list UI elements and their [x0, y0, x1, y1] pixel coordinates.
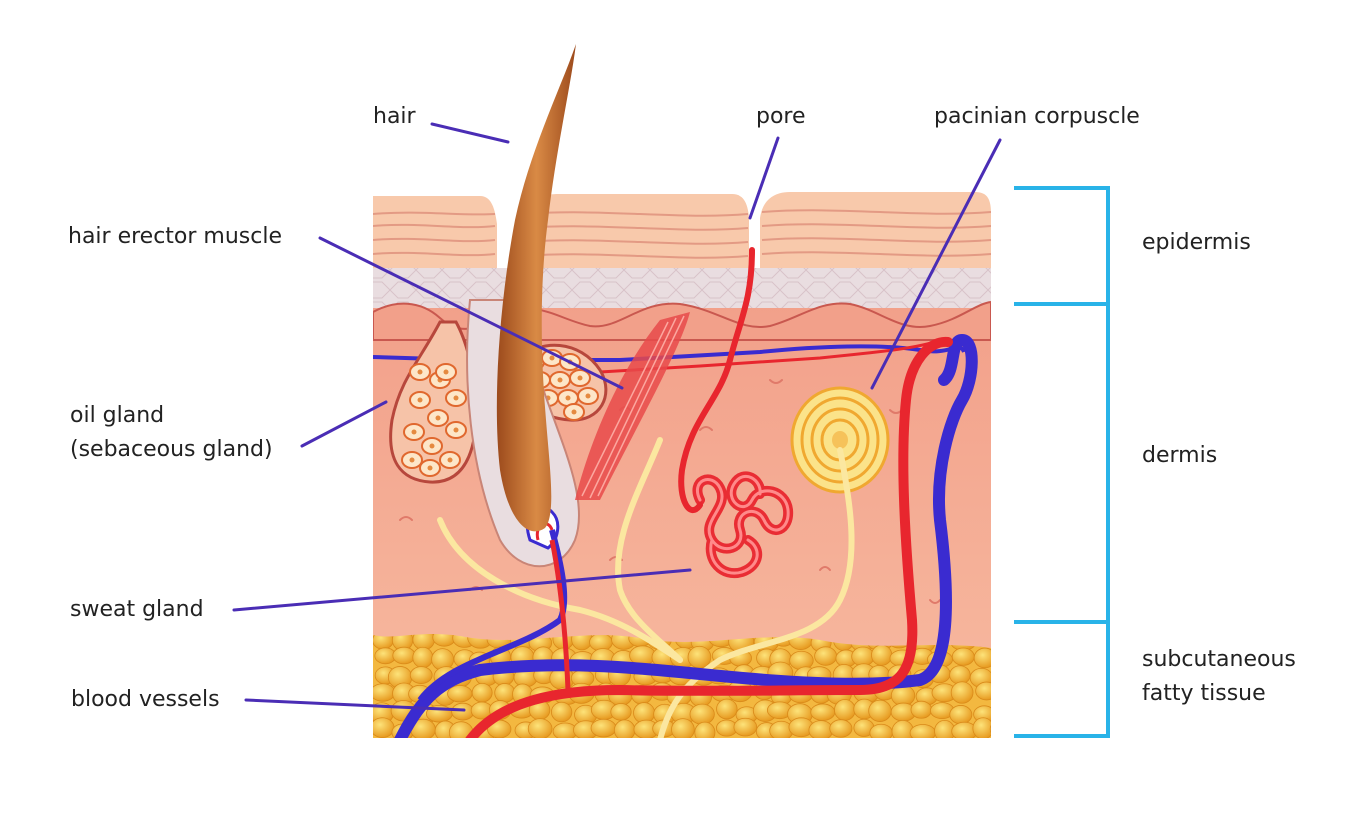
- fat-cell: [989, 724, 991, 734]
- oil-cell-nucleus: [417, 397, 423, 403]
- fat-cell: [995, 650, 1017, 672]
- fat-cell: [950, 681, 974, 704]
- label-blood-vessels: blood vessels: [71, 687, 220, 712]
- fat-cell: [550, 701, 573, 723]
- leader-lines: [232, 122, 1002, 712]
- fat-cell: [392, 646, 416, 665]
- vein-large: [394, 333, 978, 738]
- artery-large: [465, 336, 953, 738]
- fat-cell: [610, 703, 632, 721]
- fat-cell: [871, 644, 893, 666]
- label-hair-erector-muscle: hair erector muscle: [68, 224, 283, 249]
- oil-cell-nucleus: [447, 457, 453, 463]
- fat-cell: [694, 721, 716, 738]
- fat-cell: [995, 667, 1017, 687]
- fat-cell: [447, 685, 473, 703]
- leader-blood-vessels: [244, 698, 466, 712]
- label-dermis: dermis: [1142, 443, 1218, 468]
- epidermis-layer: [373, 196, 497, 268]
- oil-cell-nucleus: [443, 369, 449, 375]
- fat-cell: [972, 717, 991, 738]
- leader-pore: [748, 136, 780, 220]
- fat-cell: [994, 701, 1019, 717]
- fat-cell: [910, 700, 933, 719]
- fat-cell: [373, 683, 396, 702]
- fat-cell: [868, 699, 892, 722]
- fat-cell: [834, 699, 856, 721]
- fat-cell: [988, 633, 991, 646]
- fat-cell: [527, 718, 553, 738]
- fat-cell: [789, 650, 814, 671]
- oil-cell-nucleus: [409, 457, 415, 463]
- oil-cell-nucleus: [429, 443, 435, 449]
- oil-cell-nucleus: [549, 355, 555, 361]
- fat-cell: [951, 647, 975, 666]
- label-oil-gland-line2: (sebaceous gland): [70, 437, 273, 462]
- fat-cell: [949, 705, 973, 725]
- oil-cell-nucleus: [427, 465, 433, 471]
- label-subcut-line1: subcutaneous: [1142, 647, 1296, 672]
- label-sweat-gland: sweat gland: [70, 597, 204, 622]
- leader-oil-gland: [300, 400, 388, 448]
- oil-cell-nucleus: [565, 395, 571, 401]
- fat-cell: [814, 646, 838, 666]
- leader-pacinian: [870, 138, 1002, 390]
- fat-cell: [471, 682, 493, 703]
- oil-cell-nucleus: [411, 429, 417, 435]
- fat-cell: [451, 702, 475, 721]
- fat-cell: [733, 717, 758, 737]
- label-subcut-line2: fatty tissue: [1142, 681, 1266, 706]
- fat-cell: [829, 719, 853, 738]
- label-oil-gland: oil gland (sebaceous gland): [70, 399, 273, 467]
- hair-shaft: [496, 44, 576, 532]
- fat-cell: [671, 718, 695, 738]
- oil-cell-nucleus: [453, 395, 459, 401]
- leader-erector: [318, 236, 624, 390]
- oil-cell-nucleus: [417, 369, 423, 375]
- label-pore: pore: [756, 104, 806, 129]
- label-pacinian-corpuscle: pacinian corpuscle: [934, 104, 1140, 129]
- fat-cell: [909, 724, 936, 738]
- pacinian-corpuscle: [790, 386, 890, 494]
- oil-cell-nucleus: [453, 427, 459, 433]
- oil-cell-nucleus: [571, 409, 577, 415]
- label-epidermis: epidermis: [1142, 230, 1251, 255]
- fat-cell: [869, 723, 893, 738]
- fat-cell: [993, 688, 1018, 705]
- fat-cell: [949, 665, 971, 685]
- fat-cell: [613, 719, 636, 738]
- oil-cell-nucleus: [557, 377, 563, 383]
- label-subcutaneous-fatty-tissue: subcutaneous fatty tissue: [1142, 643, 1296, 711]
- fat-cell: [973, 647, 991, 669]
- fat-cell: [687, 645, 712, 669]
- layer-bracket: [1014, 186, 1110, 738]
- oil-cell-nucleus: [577, 375, 583, 381]
- fat-cell: [810, 703, 836, 721]
- fat-cell: [689, 703, 715, 725]
- oil-gland-left: [389, 320, 478, 484]
- oil-cell-nucleus: [585, 393, 591, 399]
- fat-cell: [716, 698, 738, 720]
- fat-cell: [590, 718, 617, 738]
- leader-hair: [430, 122, 510, 144]
- fat-cell: [409, 666, 433, 684]
- erector-muscle: [575, 312, 690, 500]
- fat-cell: [494, 683, 516, 703]
- leader-sweat-gland: [232, 568, 692, 612]
- oil-cell-nucleus: [435, 415, 441, 421]
- fat-cell: [851, 646, 875, 667]
- fat-cell: [373, 717, 395, 738]
- fat-cell: [808, 720, 834, 738]
- fat-cell: [975, 681, 991, 701]
- label-oil-gland-line1: oil gland: [70, 403, 165, 428]
- label-hair: hair: [373, 104, 416, 129]
- sweat-duct: [678, 247, 755, 513]
- fat-cell: [412, 646, 434, 669]
